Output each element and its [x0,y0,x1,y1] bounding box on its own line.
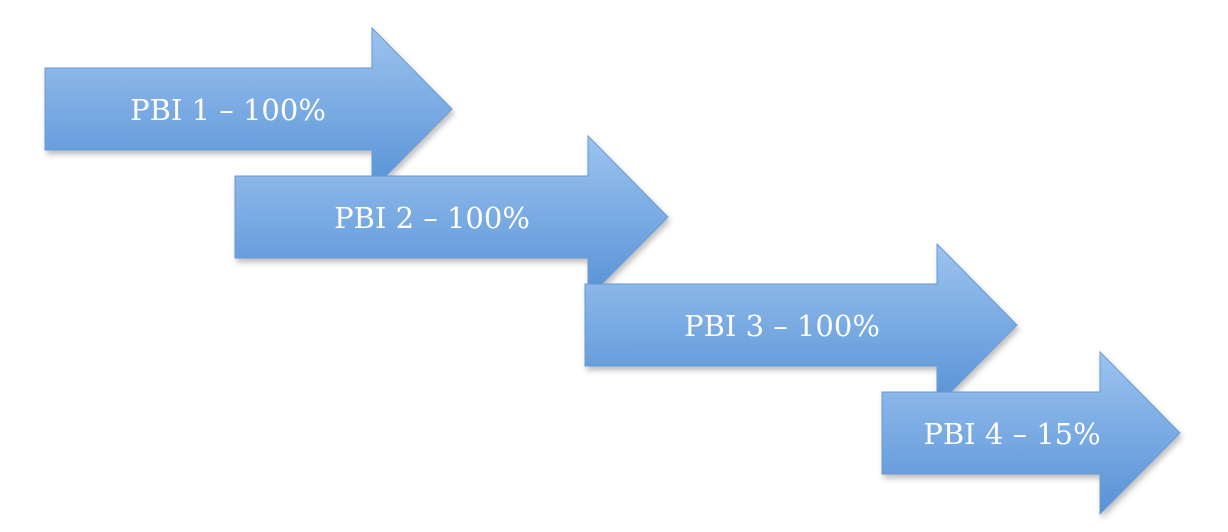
arrow-shape [44,26,453,192]
arrow-label: PBI 4 – 15% [923,417,1100,451]
arrow-shape [234,134,669,300]
arrow-label: PBI 2 – 100% [334,201,530,235]
arrow-label: PBI 3 – 100% [684,309,880,343]
arrow-shape [584,242,1018,408]
pbi-arrow-4: PBI 4 – 15% [881,350,1181,516]
arrow-label: PBI 1 – 100% [130,93,326,127]
pbi-arrow-2: PBI 2 – 100% [234,134,669,300]
pbi-arrow-3: PBI 3 – 100% [584,242,1018,408]
pbi-arrow-1: PBI 1 – 100% [44,26,453,192]
arrow-shape [881,350,1181,516]
